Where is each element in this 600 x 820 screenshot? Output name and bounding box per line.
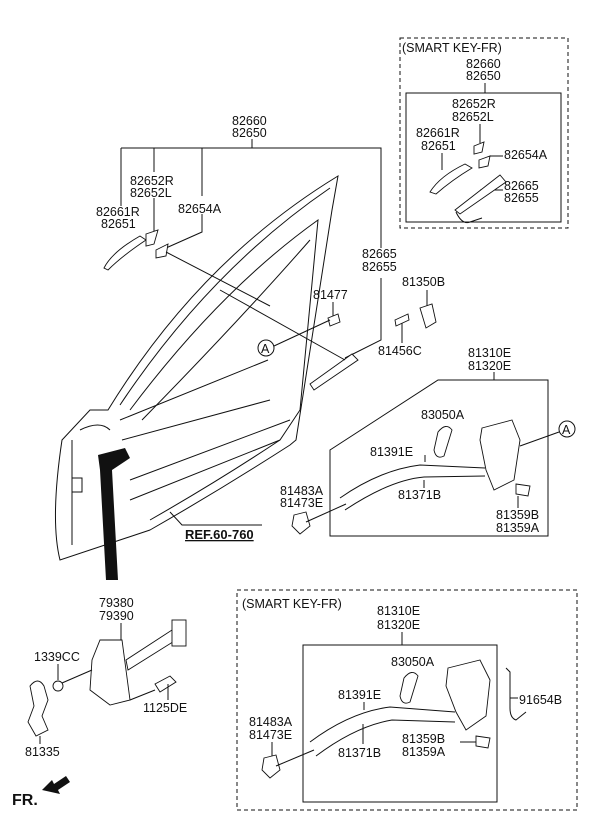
latch-cover-drawing bbox=[399, 672, 419, 704]
ref-marker-letter: A bbox=[261, 342, 270, 356]
handle-cover-drawing bbox=[145, 229, 159, 247]
part-label[interactable]: 81310E bbox=[468, 346, 511, 360]
part-label[interactable]: 82660 bbox=[232, 114, 267, 128]
screw-drawing bbox=[394, 313, 410, 327]
part-label[interactable]: 82660 bbox=[466, 57, 501, 71]
outside-handle-drawing bbox=[429, 163, 473, 195]
bolt-drawing bbox=[154, 675, 177, 693]
door-checker-drawing bbox=[89, 639, 131, 706]
part-label[interactable]: 82655 bbox=[504, 191, 539, 205]
top-smart-key-inner-frame bbox=[405, 92, 562, 223]
handle-base-drawing bbox=[309, 353, 359, 391]
handle-cover-drawing bbox=[473, 141, 485, 155]
part-label[interactable]: 83050A bbox=[421, 408, 465, 422]
part-label[interactable]: 91654B bbox=[519, 693, 562, 707]
ref-marker-a[interactable] bbox=[558, 420, 576, 438]
part-label[interactable]: 81359B bbox=[496, 508, 539, 522]
smart-key-caption: (SMART KEY-FR) bbox=[402, 41, 502, 55]
part-label[interactable]: 82655 bbox=[362, 260, 397, 274]
part-label[interactable]: 81483A bbox=[280, 484, 324, 498]
checker-group: 79380 79390 1339CC 1125DE 81335 bbox=[25, 596, 187, 759]
part-label[interactable]: 81371B bbox=[398, 488, 441, 502]
ref-marker-a[interactable] bbox=[257, 339, 275, 357]
top-smart-key-group: (SMART KEY-FR) 82660 82650 82652R 82652L… bbox=[399, 37, 569, 229]
part-label[interactable]: 81473E bbox=[249, 728, 292, 742]
part-label[interactable]: 82665 bbox=[504, 179, 539, 193]
part-label[interactable]: 1339CC bbox=[34, 650, 80, 664]
part-label[interactable]: 81391E bbox=[338, 688, 381, 702]
part-label[interactable]: 81359A bbox=[402, 745, 446, 759]
latch-body-drawing bbox=[445, 659, 491, 731]
bumper-drawing bbox=[475, 735, 491, 749]
part-label[interactable]: 81477 bbox=[313, 288, 348, 302]
part-label[interactable]: 81359A bbox=[496, 521, 540, 535]
part-label[interactable]: 81359B bbox=[402, 732, 445, 746]
nut-drawing bbox=[52, 680, 64, 692]
part-label[interactable]: 81473E bbox=[280, 496, 323, 510]
pad-drawing bbox=[478, 155, 491, 169]
front-label: FR. bbox=[12, 792, 38, 809]
front-direction-indicator: FR. bbox=[12, 776, 70, 809]
handle-base-drawing bbox=[454, 174, 507, 215]
part-label[interactable]: 81320E bbox=[468, 359, 511, 373]
part-label[interactable]: 82650 bbox=[466, 69, 501, 83]
part-label[interactable]: 1125DE bbox=[143, 701, 187, 715]
latch-group: 81310E 81320E 83050A 81391E 81371B 81483… bbox=[280, 346, 576, 537]
part-label[interactable]: 81483A bbox=[249, 715, 293, 729]
part-label[interactable]: 81371B bbox=[338, 746, 381, 760]
key-cylinder-drawing bbox=[419, 303, 437, 329]
top-smart-key-dashed-frame bbox=[399, 37, 569, 229]
pad-drawing bbox=[155, 243, 169, 259]
part-label[interactable]: 82654A bbox=[504, 148, 548, 162]
part-label[interactable]: 82652R bbox=[130, 174, 174, 188]
bolt-drawing bbox=[327, 313, 341, 327]
striker-drawing bbox=[27, 680, 49, 737]
part-label[interactable]: 82665 bbox=[362, 247, 397, 261]
latch-cover-drawing bbox=[433, 426, 453, 458]
part-label[interactable]: 81350B bbox=[402, 275, 445, 289]
bottom-smart-key-group: (SMART KEY-FR) 81310E 81320E 83050A 8139… bbox=[236, 589, 578, 811]
part-label[interactable]: 82654A bbox=[178, 202, 222, 216]
sensor-drawing bbox=[505, 667, 527, 721]
part-label[interactable]: 79390 bbox=[99, 609, 134, 623]
arrow-icon bbox=[42, 776, 70, 794]
part-label[interactable]: 82652R bbox=[452, 97, 496, 111]
smart-key-caption: (SMART KEY-FR) bbox=[242, 597, 342, 611]
part-label[interactable]: 81391E bbox=[370, 445, 413, 459]
outside-handle-drawing bbox=[103, 235, 147, 271]
part-label[interactable]: 83050A bbox=[391, 655, 435, 669]
part-label[interactable]: 81310E bbox=[377, 604, 420, 618]
part-label[interactable]: 82651 bbox=[101, 217, 136, 231]
bottom-smart-key-dashed-frame bbox=[236, 589, 578, 811]
part-label[interactable]: 82661R bbox=[416, 126, 460, 140]
part-label[interactable]: 81335 bbox=[25, 745, 60, 759]
bumper-drawing bbox=[515, 483, 531, 497]
door-panel-drawing: REF.60-760 bbox=[54, 174, 339, 580]
part-label[interactable]: 79380 bbox=[99, 596, 134, 610]
weatherstrip-drawing bbox=[98, 448, 130, 580]
clip-drawing bbox=[291, 511, 311, 535]
part-label[interactable]: 82652L bbox=[130, 186, 172, 200]
part-label[interactable]: 81456C bbox=[378, 344, 422, 358]
clip-drawing bbox=[261, 754, 281, 779]
reference-link[interactable]: REF.60-760 bbox=[185, 527, 254, 542]
ref-marker-letter: A bbox=[562, 423, 571, 437]
part-label[interactable]: 81320E bbox=[377, 618, 420, 632]
part-label[interactable]: 82661R bbox=[96, 205, 140, 219]
main-handle-group: 82660 82650 82652R 82652L 82661R 82651 8… bbox=[96, 114, 445, 391]
part-label[interactable]: 82650 bbox=[232, 126, 267, 140]
latch-body-drawing bbox=[479, 419, 521, 491]
bottom-smart-key-inner-frame bbox=[302, 644, 498, 803]
part-label[interactable]: 82652L bbox=[452, 110, 494, 124]
part-label[interactable]: 82651 bbox=[421, 139, 456, 153]
